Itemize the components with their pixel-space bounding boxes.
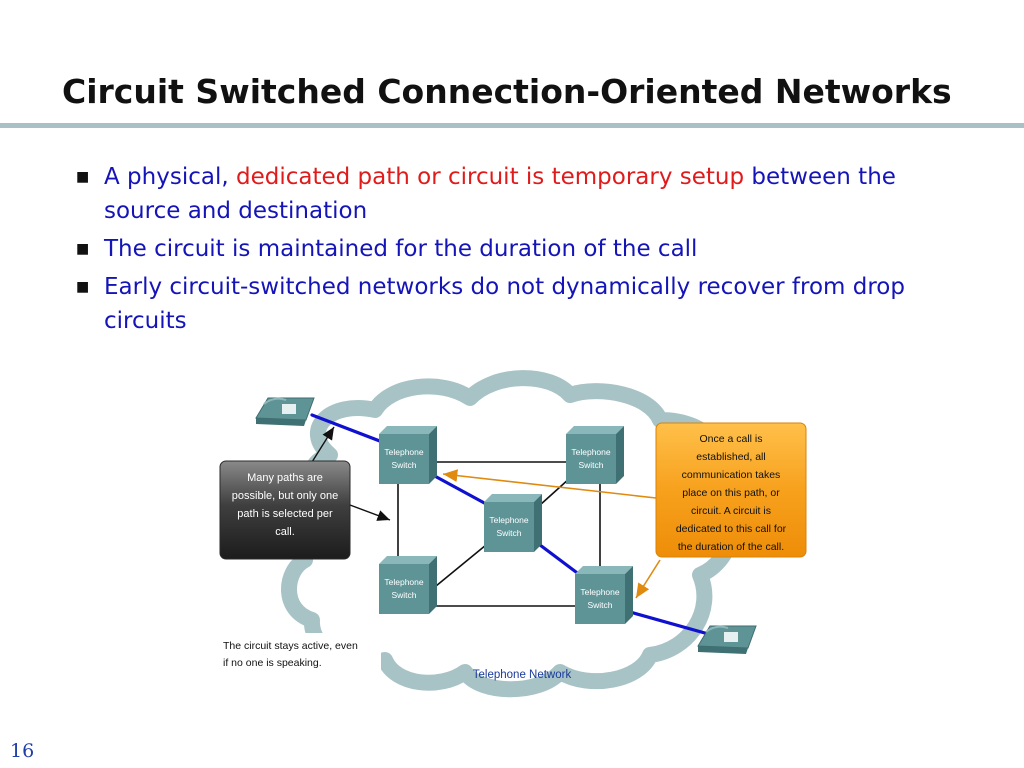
circuit-note: The circuit stays active, even if no one…: [219, 633, 381, 673]
callout-paths: Many paths are possible, but only one pa…: [219, 460, 351, 560]
callout-circuit: Once a call is established, all communic…: [655, 422, 807, 558]
svg-text:established, all: established, all: [696, 451, 765, 463]
switch-label: Switch: [391, 590, 416, 600]
switch-label: Telephone: [571, 447, 611, 457]
bullet-marker-icon: ■: [76, 169, 90, 185]
bullet-marker-icon: ■: [76, 241, 90, 257]
network-label: Telephone Network: [473, 669, 572, 681]
switch-label: Telephone: [384, 577, 424, 587]
svg-text:the duration of the call.: the duration of the call.: [678, 541, 784, 553]
svg-text:Many paths are: Many paths are: [247, 472, 323, 484]
svg-text:Once a call is: Once a call is: [699, 433, 762, 445]
switch-label: Telephone: [580, 587, 620, 597]
telephone-switch-icon: Telephone Switch: [484, 494, 542, 552]
svg-text:dedicated to this call for: dedicated to this call for: [676, 523, 787, 535]
svg-text:call.: call.: [275, 526, 295, 538]
switch-label: Telephone: [384, 447, 424, 457]
svg-text:circuit. A circuit is: circuit. A circuit is: [691, 505, 771, 517]
switch-label: Switch: [578, 460, 603, 470]
bullet-item: ■ A physical, dedicated path or circuit …: [76, 160, 956, 228]
telephone-icon: [697, 625, 757, 654]
svg-text:path is selected per: path is selected per: [237, 508, 333, 520]
callout-arrows: [311, 426, 661, 599]
telephone-switch-icon: Telephone Switch: [379, 426, 437, 484]
title-divider: [0, 123, 1024, 128]
page-number: 16: [10, 740, 35, 762]
switch-label: Telephone: [489, 515, 529, 525]
bullet-marker-icon: ■: [76, 279, 90, 295]
telephone-switch-icon: Telephone Switch: [575, 566, 633, 624]
telephone-switch-icon: Telephone Switch: [566, 426, 624, 484]
bullet-item: ■ Early circuit-switched networks do not…: [76, 270, 956, 338]
switch-label: Switch: [391, 460, 416, 470]
svg-text:if no one is speaking.: if no one is speaking.: [223, 657, 322, 669]
highlighted-text: dedicated path or circuit is temporary s…: [235, 164, 745, 190]
bullet-item: ■ The circuit is maintained for the dura…: [76, 232, 956, 266]
svg-text:The circuit stays active, even: The circuit stays active, even: [223, 640, 358, 652]
slide-title: Circuit Switched Connection-Oriented Net…: [62, 72, 952, 111]
telephone-icon: [255, 397, 315, 426]
network-links: [397, 461, 601, 607]
switch-label: Switch: [496, 528, 521, 538]
switch-label: Switch: [587, 600, 612, 610]
svg-text:communication takes: communication takes: [682, 469, 781, 481]
telephone-switch-icon: Telephone Switch: [379, 556, 437, 614]
svg-text:place on this path, or: place on this path, or: [682, 487, 780, 499]
bullet-list: ■ A physical, dedicated path or circuit …: [76, 160, 956, 342]
active-circuit: [310, 413, 714, 637]
svg-text:possible, but only one: possible, but only one: [232, 490, 338, 502]
